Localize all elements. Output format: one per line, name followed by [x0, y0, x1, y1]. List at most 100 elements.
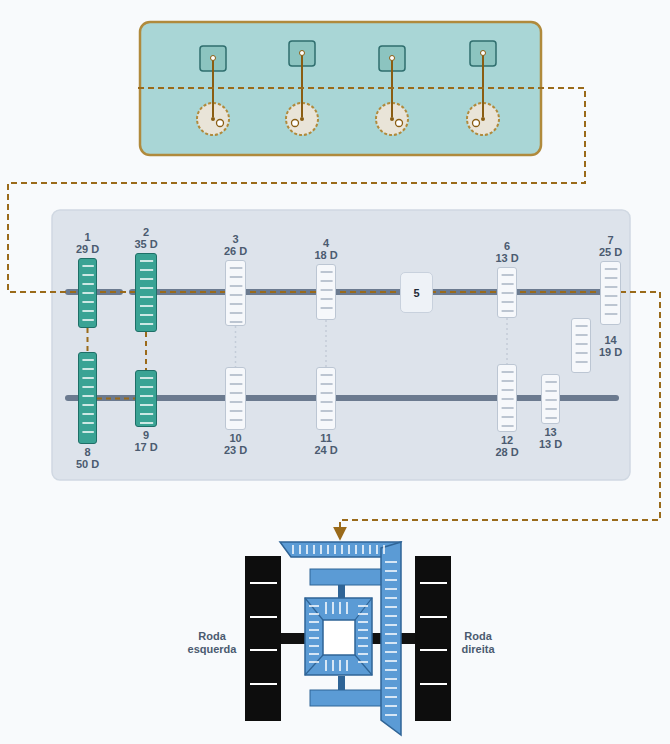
gear-tooth — [545, 390, 556, 392]
gear-tooth — [502, 301, 514, 303]
gear-teeth — [498, 365, 516, 431]
rack-teeth — [385, 606, 397, 608]
gear-tooth — [140, 413, 153, 415]
rack-teeth — [385, 651, 397, 653]
gear-tooth — [82, 413, 93, 415]
gear-tooth — [576, 352, 588, 354]
stem — [338, 585, 345, 599]
gear-tooth — [230, 267, 243, 269]
motor-unit — [301, 53, 303, 117]
gear-tooth — [545, 399, 556, 401]
gear: 917 D — [135, 370, 157, 427]
gear-link — [506, 318, 508, 364]
gear: 1124 D — [316, 367, 336, 430]
gear-tooth — [605, 286, 618, 288]
gear-teeth — [79, 353, 96, 443]
gear-tooth — [545, 417, 556, 419]
gear-tooth — [82, 368, 93, 370]
rack-teeth — [299, 545, 301, 554]
plate — [310, 569, 382, 585]
tooth-count: 29 D — [76, 243, 99, 255]
gear-tooth — [502, 398, 514, 400]
gear: 326 D — [225, 260, 246, 326]
differential-hole — [323, 620, 355, 655]
gear-tooth — [140, 287, 153, 289]
gear-tooth — [140, 269, 153, 271]
gear-tooth — [140, 323, 153, 325]
gear-teeth — [572, 319, 590, 372]
bevel-line — [355, 598, 372, 620]
tooth-count: 50 D — [76, 458, 99, 470]
rack-teeth — [309, 653, 319, 655]
gear-label: 1228 D — [495, 434, 518, 458]
gear-tooth — [230, 276, 243, 278]
gear-tooth — [576, 343, 588, 345]
gear-tooth — [321, 289, 333, 291]
rack-teeth — [383, 545, 385, 554]
rack-teeth — [385, 705, 397, 707]
rack-teeth — [385, 624, 397, 626]
motor-unit — [376, 46, 408, 135]
rack-teeth — [385, 714, 397, 716]
rack-teeth — [325, 602, 327, 614]
rack-teeth — [309, 613, 319, 615]
rack-teeth — [309, 661, 319, 663]
gear-number: 11 — [320, 432, 332, 444]
rack-teeth — [341, 545, 343, 554]
rack-teeth — [292, 545, 294, 554]
gear-tooth — [576, 334, 588, 336]
gear-box: 5 — [400, 272, 433, 313]
gear-label: 1124 D — [314, 432, 337, 456]
gear-label: 1313 D — [539, 426, 562, 450]
gear-tooth — [82, 404, 93, 406]
gear-number: 9 — [143, 429, 149, 441]
gear: 1419 D — [571, 318, 591, 373]
rack-teeth — [334, 545, 336, 554]
rack-teeth — [385, 615, 397, 617]
tooth-count: 17 D — [134, 441, 157, 453]
rack-teeth — [309, 621, 319, 623]
gear-tooth — [502, 425, 514, 427]
gear-tooth — [140, 296, 153, 298]
gear-label: 326 D — [224, 233, 247, 257]
gear-number: 1 — [84, 231, 90, 243]
gear-link — [87, 328, 89, 352]
rack-teeth — [355, 545, 357, 554]
gear-tooth — [605, 295, 618, 297]
gear: 1228 D — [497, 364, 517, 432]
motor-unit — [390, 56, 395, 61]
gear-tooth — [502, 380, 514, 382]
bevel-line — [305, 598, 372, 675]
rack-teeth — [358, 629, 368, 631]
rack-teeth — [309, 637, 319, 639]
gear-link — [145, 332, 147, 370]
rack-teeth — [313, 545, 315, 554]
gear-teeth — [226, 368, 245, 429]
tooth-count: 28 D — [495, 446, 518, 458]
gear-number: 3 — [232, 233, 238, 245]
gear-tooth — [545, 408, 556, 410]
gear-tooth — [140, 314, 153, 316]
bevel-line — [305, 598, 323, 620]
wheel-mark — [250, 583, 447, 684]
wheel-mark — [420, 683, 447, 685]
gear-number: 2 — [143, 226, 149, 238]
wheel-mark — [420, 616, 447, 618]
wheel-mark — [250, 616, 277, 618]
rack-teeth — [358, 637, 368, 639]
gear-tooth — [82, 274, 93, 276]
tooth-count: 18 D — [314, 249, 337, 261]
rack-teeth — [385, 669, 397, 671]
gear-tooth — [140, 377, 153, 379]
gear-tooth — [140, 278, 153, 280]
gear-tooth — [140, 404, 153, 406]
gear-link — [235, 326, 237, 367]
gear-label: 235 D — [134, 226, 157, 250]
rack-teeth — [325, 660, 327, 671]
gear-link — [325, 320, 327, 367]
gear-tooth — [576, 325, 588, 327]
wheel-mark — [250, 683, 277, 685]
motor-unit — [390, 117, 394, 121]
gear-tooth — [140, 260, 153, 262]
motor-unit — [482, 53, 484, 117]
